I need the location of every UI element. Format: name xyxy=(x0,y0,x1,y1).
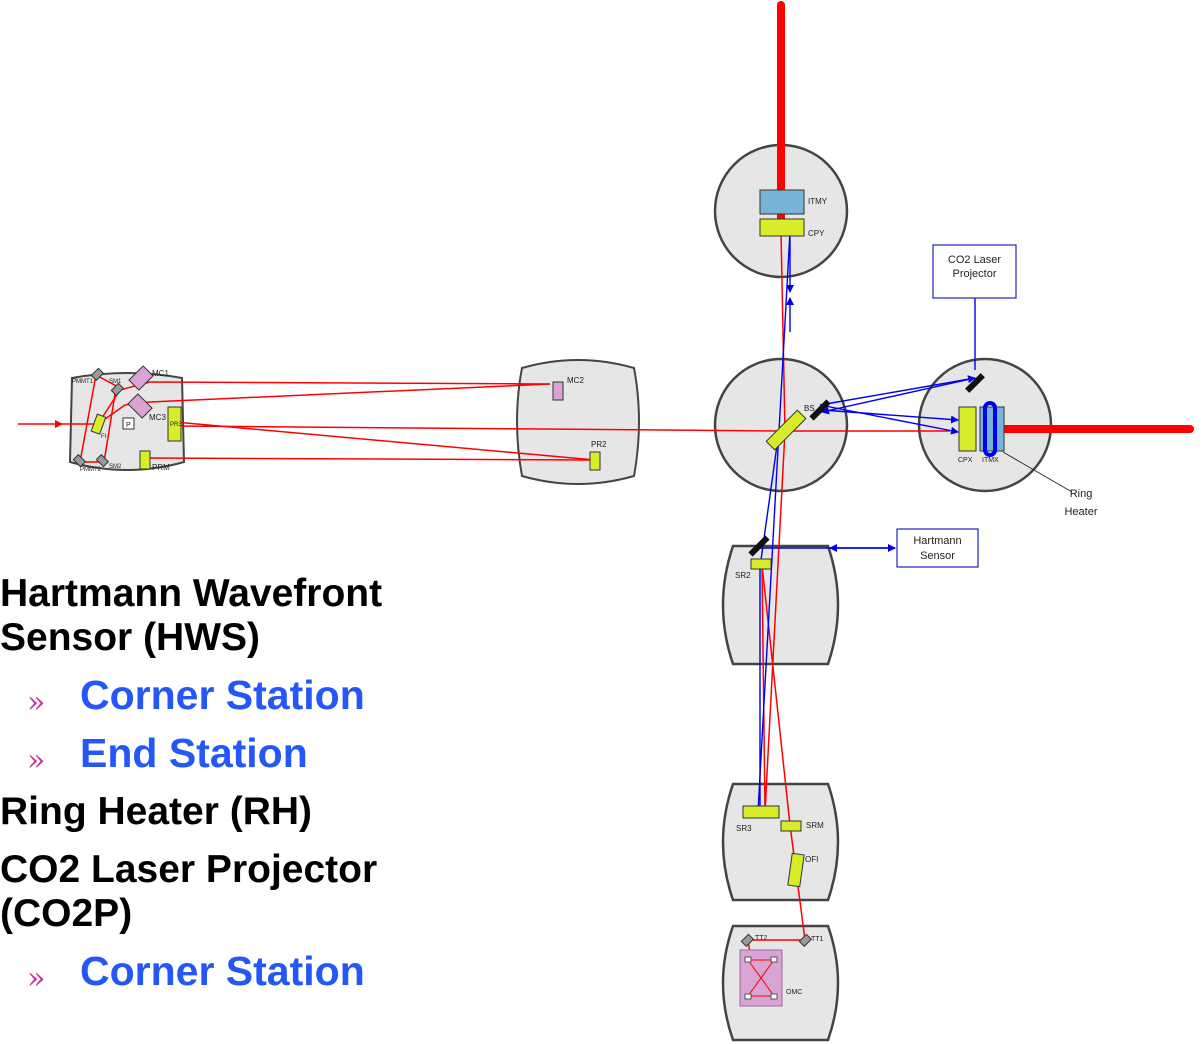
tt1-mirror xyxy=(798,933,813,948)
sr2-optic xyxy=(750,558,772,570)
label-pr2: PR2 xyxy=(591,440,607,449)
omc-breadboard xyxy=(739,949,783,1007)
bullet-co2p-line2: (CO2P) xyxy=(0,892,133,935)
label-p: P xyxy=(126,422,131,429)
subbullet-hws-end-text: End Station xyxy=(80,730,308,776)
label-mc1: MC1 xyxy=(152,369,169,378)
mc3-optic xyxy=(127,393,153,419)
label-srm: SRM xyxy=(806,821,824,830)
chamber-sr3 xyxy=(721,782,840,902)
label-co2-line1: CO2 Laser xyxy=(948,254,1002,266)
ring-heater-leader xyxy=(1002,451,1073,493)
mc1-optic xyxy=(128,365,154,391)
co2-steering-mirror xyxy=(965,373,985,393)
label-co2-line2: Projector xyxy=(952,268,996,280)
label-hart-line1: Hartmann xyxy=(913,535,961,547)
label-cpy: CPY xyxy=(808,229,825,238)
label-pmmt1: PMMT1 xyxy=(72,379,94,385)
pmmt1-mirror xyxy=(90,367,105,382)
blue-probe-beams xyxy=(757,231,976,813)
label-bs: BS xyxy=(804,404,815,413)
sr3-optic xyxy=(742,805,780,819)
mc2-optic xyxy=(552,381,564,401)
red-beams xyxy=(18,231,950,1006)
label-omc: OMC xyxy=(786,989,802,996)
subbullet-marker: » xyxy=(27,743,46,778)
ring-heater xyxy=(983,401,997,457)
bs-optic xyxy=(765,409,807,451)
bullet-rh: Ring Heater (RH) xyxy=(0,790,313,833)
p-box xyxy=(122,417,135,430)
bullet-hws-line2: Sensor (HWS) xyxy=(0,616,261,659)
subbullet-co2p-corner: » Corner Station xyxy=(0,948,520,996)
label-sm2: SM2 xyxy=(109,464,122,470)
label-sm1: SM1 xyxy=(109,379,122,385)
subbullet-hws-corner-text: Corner Station xyxy=(80,672,365,718)
fi-optic xyxy=(90,413,107,435)
label-sr2: SR2 xyxy=(735,571,751,580)
hws-pickoff-sr2 xyxy=(748,535,770,557)
cpy-optic xyxy=(759,218,805,237)
label-tt2: TT2 xyxy=(755,935,768,942)
ofi-optic xyxy=(787,852,805,888)
cpx-optic xyxy=(958,406,977,452)
label-ofi: OFI xyxy=(805,855,818,864)
pmmt2-mirror xyxy=(72,453,87,468)
prm-optic xyxy=(139,450,151,470)
srm-optic xyxy=(780,820,802,832)
chamber-sr2 xyxy=(721,544,840,666)
label-ring-line2: Heater xyxy=(1064,506,1097,518)
subbullet-marker: » xyxy=(27,685,46,720)
co2-laser-projector-box xyxy=(932,244,1017,299)
bullet-co2p-line1: CO2 Laser Projector xyxy=(0,848,378,891)
diagram-labels: PMMT1 SM1 MC1 MC3 P PR3 FI PMMT2 SM2 PRM… xyxy=(72,197,1098,996)
hws-pickoff-bs xyxy=(809,399,831,421)
label-tt1: TT1 xyxy=(811,936,824,943)
pr2-optic xyxy=(589,451,601,471)
label-sr3: SR3 xyxy=(736,824,752,833)
label-hart-line2: Sensor xyxy=(920,550,955,562)
pr3-optic xyxy=(167,406,182,442)
chamber-bs xyxy=(713,357,849,493)
label-ring-line1: Ring xyxy=(1070,488,1093,500)
label-cpx: CPX xyxy=(958,457,973,464)
subbullet-marker: » xyxy=(27,961,46,996)
label-mc3: MC3 xyxy=(149,413,166,422)
label-pmmt2: PMMT2 xyxy=(80,467,102,473)
label-itmy: ITMY xyxy=(808,197,828,206)
label-itmx: ITMX xyxy=(982,457,999,464)
itmy-optic xyxy=(759,189,805,215)
subbullet-hws-end: » End Station xyxy=(0,730,520,778)
label-prm: PRM xyxy=(152,463,170,472)
chamber-ham-mc2 xyxy=(516,359,640,485)
subbullet-co2p-corner-text: Corner Station xyxy=(80,948,365,994)
label-mc2: MC2 xyxy=(567,376,584,385)
bullet-list: Hartmann Wavefront Sensor (HWS) » Corner … xyxy=(0,572,520,996)
hartmann-sensor-box xyxy=(896,528,979,568)
sm2-mirror xyxy=(95,453,110,468)
bullet-hws-line1: Hartmann Wavefront xyxy=(0,572,383,615)
label-pr3: PR3 xyxy=(170,422,182,428)
label-fi: FI xyxy=(101,434,107,440)
tt2-mirror xyxy=(740,933,755,948)
sm1-mirror xyxy=(110,382,125,397)
subbullet-hws-corner: » Corner Station xyxy=(0,672,520,720)
